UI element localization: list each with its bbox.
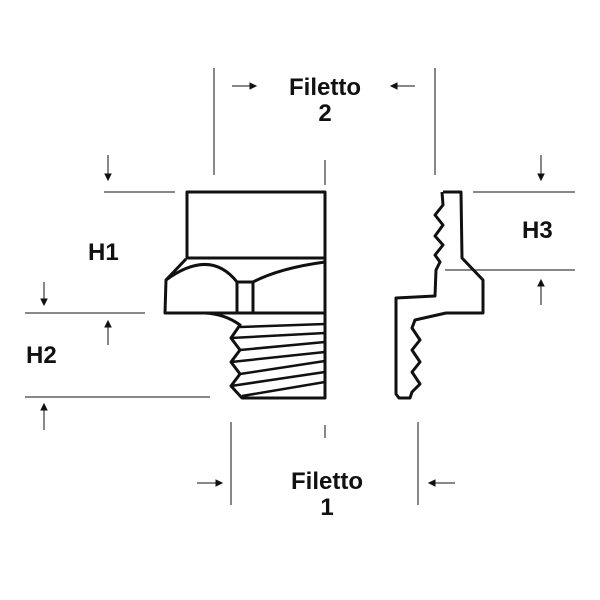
h3-label: H3	[522, 217, 553, 244]
fitting-front-view	[163, 190, 327, 400]
fitting-section-view	[394, 190, 485, 400]
dimension-lines	[25, 68, 575, 505]
h1-label: H1	[88, 239, 119, 266]
h2-label: H2	[26, 342, 57, 369]
thread2-label-line2: 2	[318, 100, 332, 127]
thread1-label-line1: Filetto	[291, 468, 363, 495]
arrows	[40, 82, 545, 487]
thread1-label-line2: 1	[320, 494, 334, 521]
thread2-label-line1: Filetto	[289, 74, 361, 101]
